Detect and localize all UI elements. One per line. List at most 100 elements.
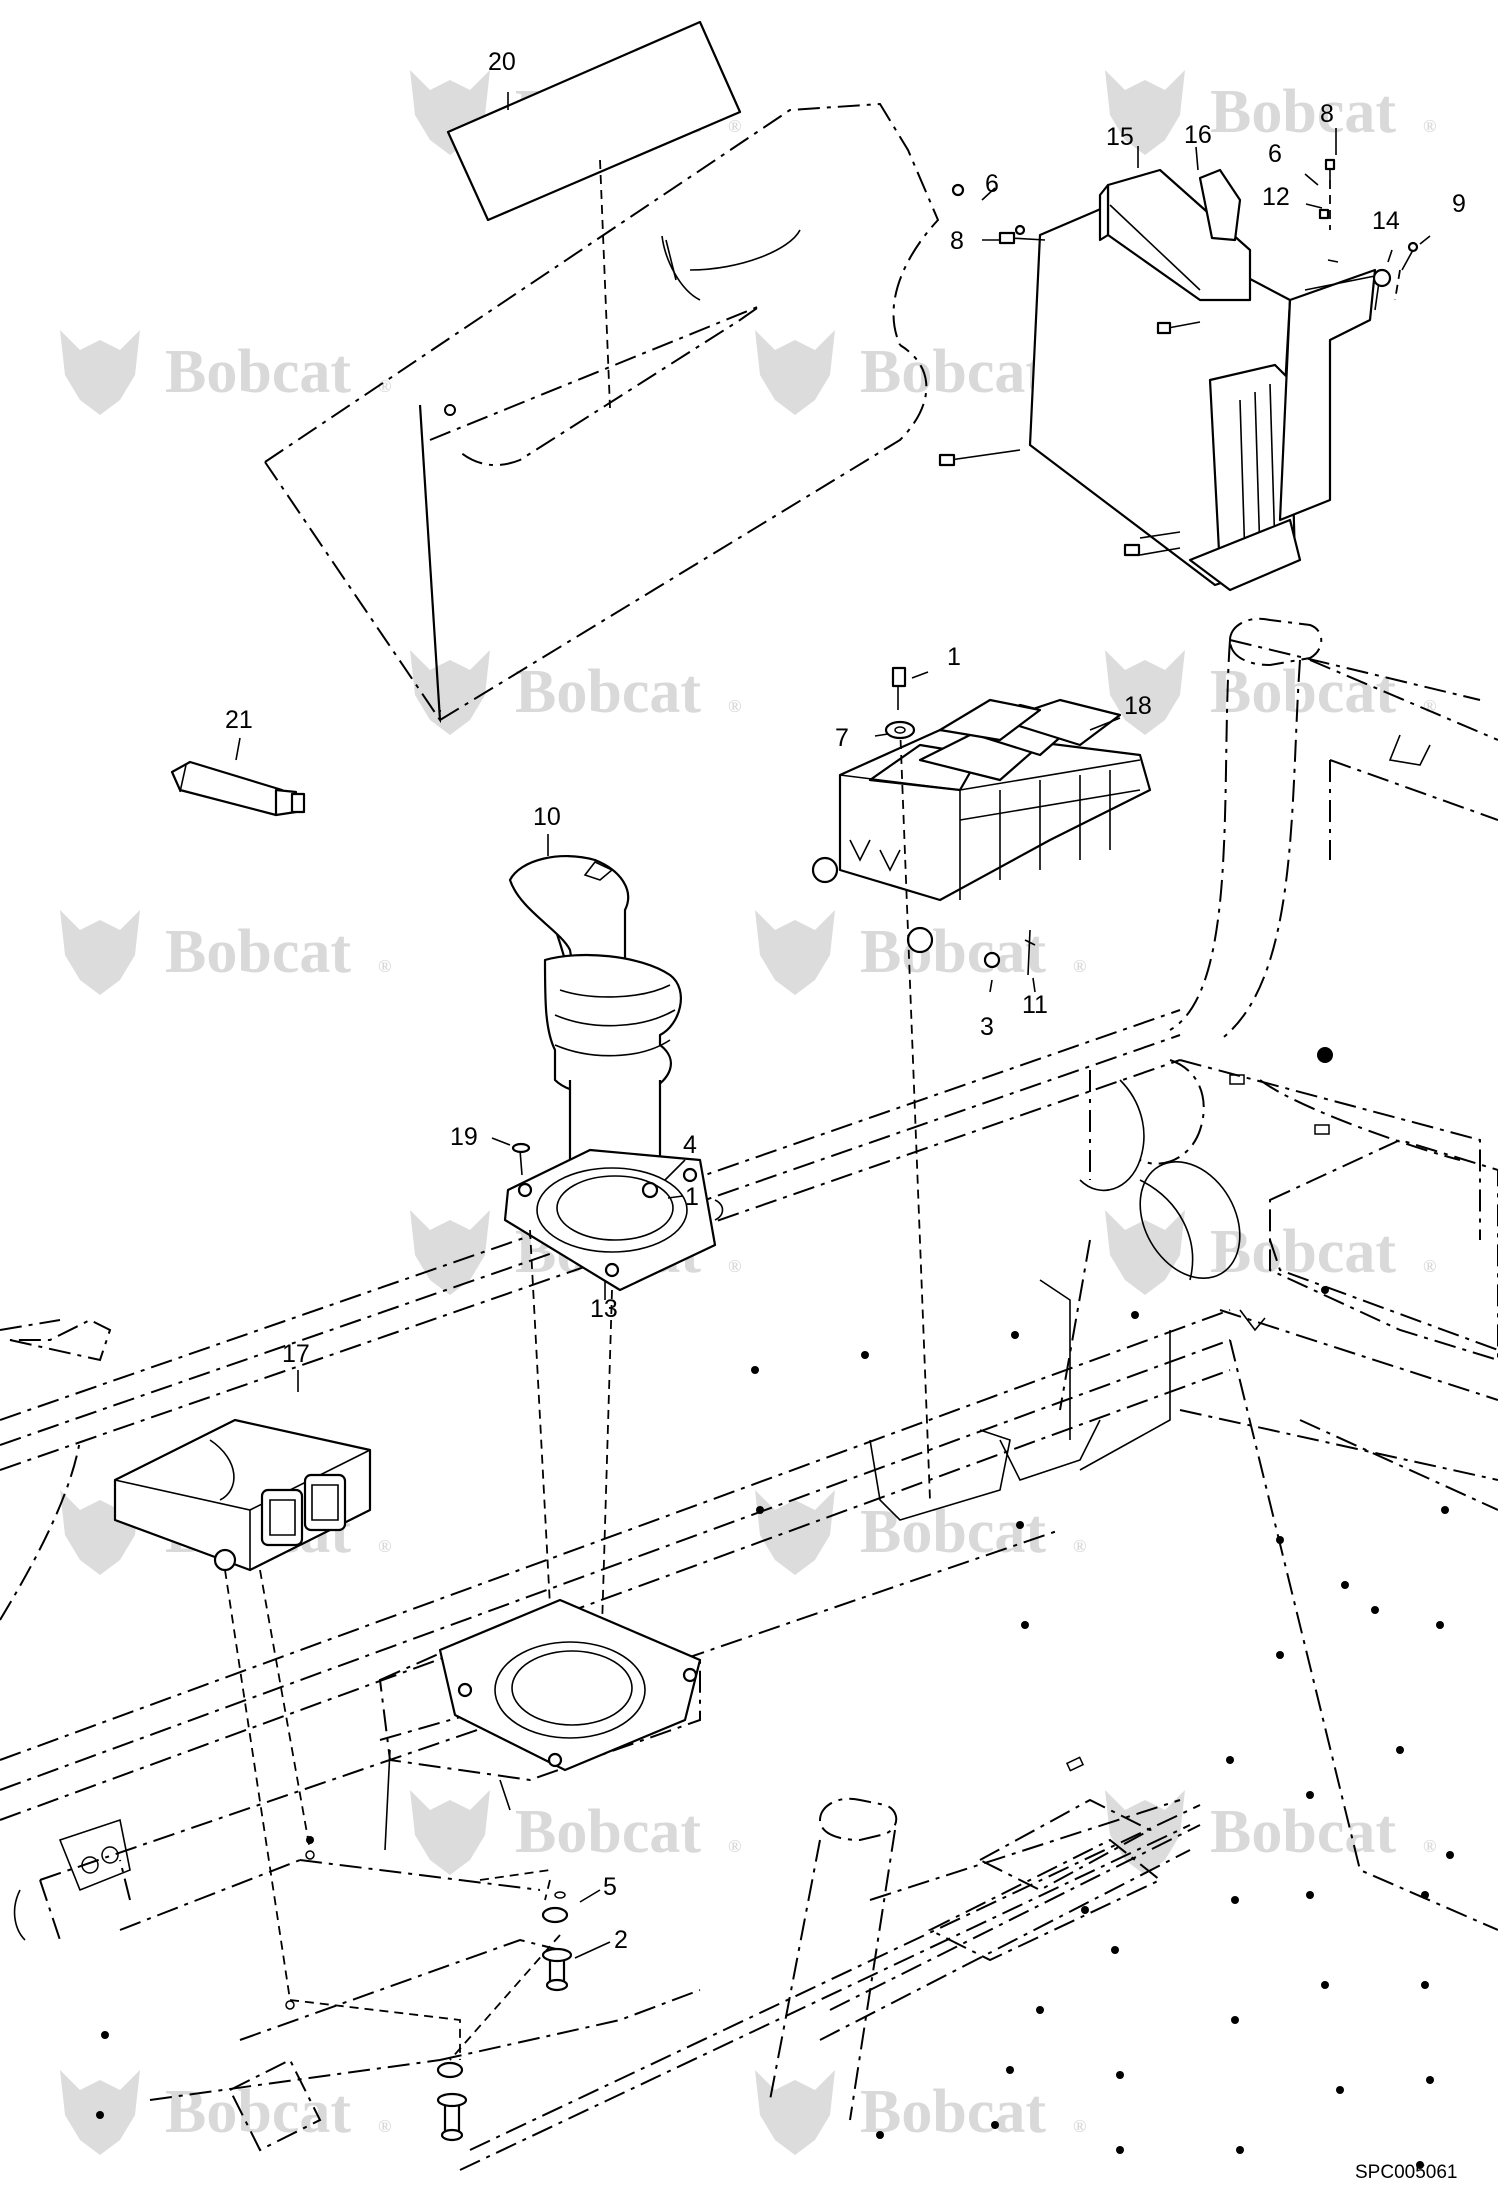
floor-bolt-holes [96,1286,1454,2169]
watermark: Bobcat ® [1105,1210,1436,1295]
left-floor-plate [13,1818,131,1941]
part-21-sealant-tube [170,760,306,817]
fuse-box-fasteners [884,666,1036,976]
svg-text:®: ® [1423,1836,1436,1856]
callout-1: 1 [947,643,961,671]
bolt-hole [1006,2066,1014,2074]
callout-15: 15 [1106,123,1134,151]
svg-text:Bobcat: Bobcat [860,1498,1046,1566]
bolt-hole [1236,2146,1244,2154]
svg-text:Bobcat: Bobcat [860,338,1046,406]
bolt-hole [1371,1606,1379,1614]
callout-18: 18 [1124,692,1152,720]
watermark: Bobcat® [755,330,1086,415]
bolt-hole [1036,2006,1044,2014]
part-17-control-module [113,1418,372,2001]
watermark: Bobcat ® [410,1790,741,1875]
callout-12: 12 [1262,183,1290,211]
watermark: Bobcat ® [1105,1790,1436,1875]
svg-text:Bobcat: Bobcat [515,658,701,726]
svg-text:®: ® [378,956,391,976]
callout-17: 17 [282,1340,310,1368]
part-16-mounting-bracket [1188,168,1381,592]
cab-floor-frame [0,617,1498,2171]
bolt-hole [756,1506,764,1514]
bolt-hole [1276,1651,1284,1659]
svg-text:®: ® [378,376,391,396]
bolt-hole [876,2131,884,2139]
bolt-hole [1016,1521,1024,1529]
callout-13: 13 [590,1295,618,1323]
svg-text:®: ® [1423,1256,1436,1276]
svg-text:Bobcat: Bobcat [1210,1798,1396,1866]
callout-6: 6 [1268,140,1282,168]
bolt-hole [1231,1896,1239,1904]
callout-8: 8 [950,227,964,255]
floor-fasteners [285,1850,573,2142]
callout-20: 20 [488,48,516,76]
callout-2: 2 [614,1926,628,1954]
bolt-hole [1321,1981,1329,1989]
callout-19: 19 [450,1123,478,1151]
bolt-hole [751,1366,759,1374]
callout-6: 6 [985,170,999,198]
svg-text:Bobcat: Bobcat [860,918,1046,986]
bolt-hole [1081,1906,1089,1914]
svg-text:®: ® [1073,956,1086,976]
part-15-controller [1028,168,1297,587]
watermark: Bobcat ® [1105,650,1436,735]
callout-1: 1 [685,1183,699,1211]
bolt-hole [1111,1946,1119,1954]
callout-3: 3 [980,1013,994,1041]
bolt-hole [1011,1331,1019,1339]
callout-10: 10 [533,803,561,831]
bolt-hole [1396,1746,1404,1754]
callout-leaders [235,128,1431,1959]
svg-text:Bobcat: Bobcat [1210,658,1396,726]
callout-14: 14 [1372,207,1400,235]
part-20-decal [446,20,742,409]
svg-text:®: ® [728,116,741,136]
watermark: Bobcat ® [755,2070,1086,2155]
callout-21: 21 [225,706,253,734]
svg-text:®: ® [1423,696,1436,716]
callout-11: 11 [1022,991,1048,1019]
callout-labels: 20 15 16 8 6 8 6 12 9 14 1 18 7 21 10 3 … [225,48,1466,1954]
bolt-hole [1336,2086,1344,2094]
joystick-mount-base [384,1598,702,1851]
bolt-hole [1421,1891,1429,1899]
svg-text:®: ® [728,1836,741,1856]
svg-text:Bobcat: Bobcat [860,2078,1046,2146]
bolt-hole [1231,2016,1239,2024]
watermark-layer: Bobcat ® Bobcat ® Bobcat ® Bobcat ® Bobcat ® Bobca… [60,70,1436,2155]
svg-text:Bobcat: Bobcat [515,1798,701,1866]
controller-screws [938,158,1419,557]
bolt-hole [1131,1311,1139,1319]
watermark: Bobcat® [755,1490,1086,1575]
svg-text:®: ® [378,1536,391,1556]
svg-text:Bobcat: Bobcat [1210,78,1396,146]
bolt-hole [1276,1536,1284,1544]
watermark: Bobcat ® [755,910,1086,995]
svg-text:®: ® [1073,2116,1086,2136]
bolt-hole [1116,2071,1124,2079]
watermark: Bobcat ® [60,2070,391,2155]
svg-text:Bobcat: Bobcat [165,2078,351,2146]
callout-16: 16 [1184,121,1212,149]
callout-7: 7 [835,724,849,752]
bolt-hole [1306,1891,1314,1899]
callout-5: 5 [603,1873,617,1901]
callout-4: 4 [683,1131,697,1159]
svg-text:Bobcat: Bobcat [165,918,351,986]
bolt-hole [101,2031,109,2039]
svg-text:®: ® [728,1256,741,1276]
part-18-fuse-box [811,698,1152,1501]
bolt-hole [1021,1621,1029,1629]
frame-brackets [869,734,1431,1772]
bolt-hole [991,2121,999,2129]
svg-text:®: ® [378,2116,391,2136]
svg-text:®: ® [1423,116,1436,136]
bolt-hole [1341,1581,1349,1589]
svg-text:Bobcat: Bobcat [1210,1218,1396,1286]
bolt-hole [96,2111,104,2119]
